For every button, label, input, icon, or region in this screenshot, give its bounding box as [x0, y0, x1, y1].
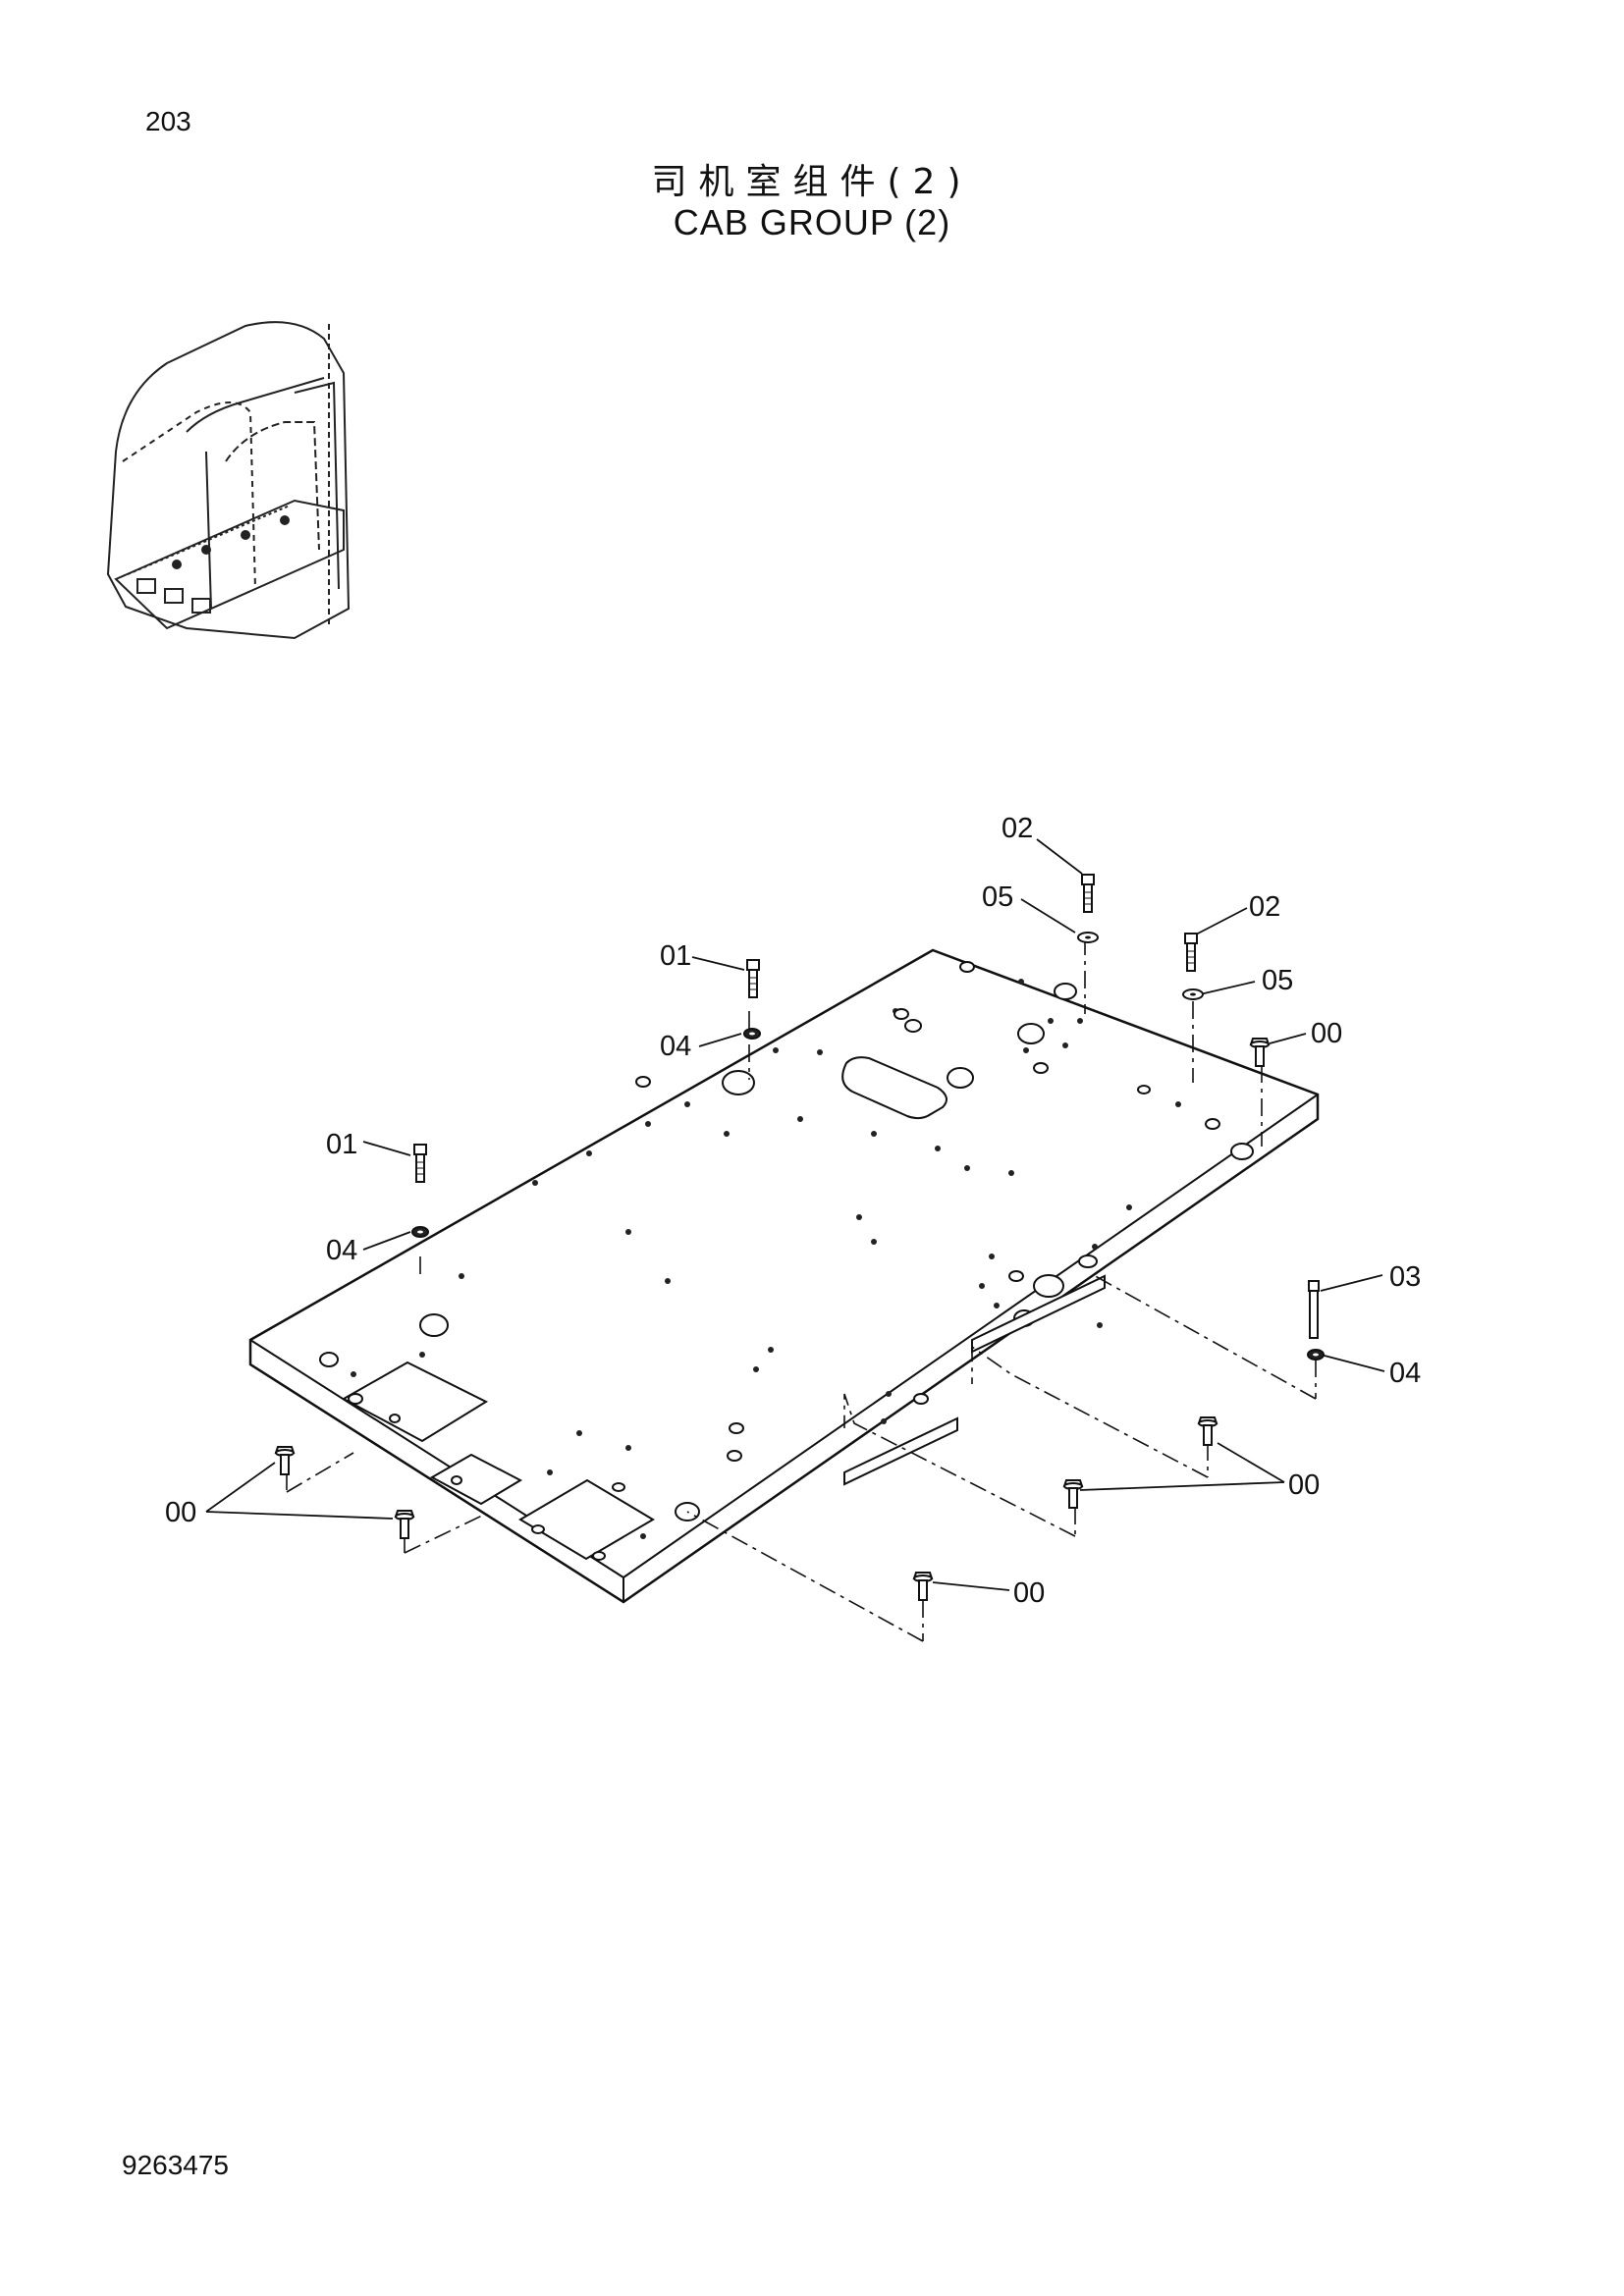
- title-chinese: 司机室组件(2): [651, 162, 973, 202]
- callout-00-left: 00: [165, 1497, 196, 1528]
- callout-04-bottom-right: 04: [1389, 1358, 1421, 1389]
- cab-thumbnail: [106, 321, 351, 640]
- assembly-lines: [286, 937, 1317, 1642]
- callout-04-left: 04: [326, 1235, 357, 1266]
- callout-03: 03: [1389, 1261, 1421, 1293]
- callout-00-bottom-right: 00: [1288, 1469, 1320, 1501]
- callout-02-top: 02: [1001, 813, 1033, 844]
- callout-04-mid: 04: [660, 1031, 691, 1062]
- callout-00-right: 00: [1311, 1018, 1342, 1049]
- fasteners: [275, 874, 1325, 1601]
- drawing-number: 9263475: [122, 2150, 230, 2180]
- callout-labels: 02 05 02 05 00 01 04 01 04 03 04 00 00 0…: [165, 813, 1421, 1609]
- callout-01-left: 01: [326, 1129, 357, 1160]
- callout-05-top: 05: [982, 881, 1013, 913]
- callout-00-bottom: 00: [1013, 1577, 1045, 1609]
- floor-plate: [248, 948, 1320, 1604]
- title-english: CAB GROUP (2): [673, 202, 951, 242]
- callout-01-mid: 01: [660, 940, 691, 972]
- page-number: 203: [145, 106, 191, 136]
- callout-02-right: 02: [1249, 891, 1280, 923]
- leader-lines: [205, 838, 1385, 1591]
- callout-05-right: 05: [1262, 965, 1293, 996]
